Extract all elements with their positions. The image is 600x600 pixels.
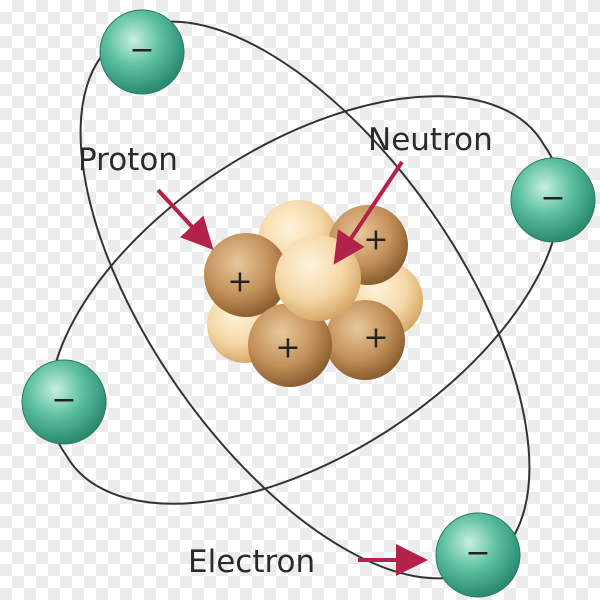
- proton: [325, 300, 405, 380]
- positive-sign: +: [227, 265, 252, 300]
- proton: [204, 233, 288, 317]
- negative-sign: −: [465, 536, 490, 571]
- neutron: [275, 235, 361, 321]
- proton: [248, 303, 332, 387]
- positive-sign: +: [363, 321, 388, 356]
- neutron-arrow: [333, 160, 404, 265]
- proton-arrow: [156, 188, 214, 250]
- electron: −: [435, 512, 521, 598]
- negative-sign: −: [51, 383, 76, 418]
- electron: −: [510, 157, 596, 243]
- orbit-2: [48, 95, 562, 505]
- electron: −: [99, 9, 185, 95]
- positive-sign: +: [275, 331, 300, 366]
- negative-sign: −: [129, 33, 154, 68]
- positive-sign: +: [363, 223, 388, 258]
- electron-label: Electron: [188, 544, 315, 580]
- negative-sign: −: [540, 181, 565, 216]
- proton-label: Proton: [78, 142, 178, 178]
- neutron-label: Neutron: [368, 122, 493, 158]
- electron: −: [21, 359, 107, 445]
- nucleus: + + + +: [204, 200, 423, 387]
